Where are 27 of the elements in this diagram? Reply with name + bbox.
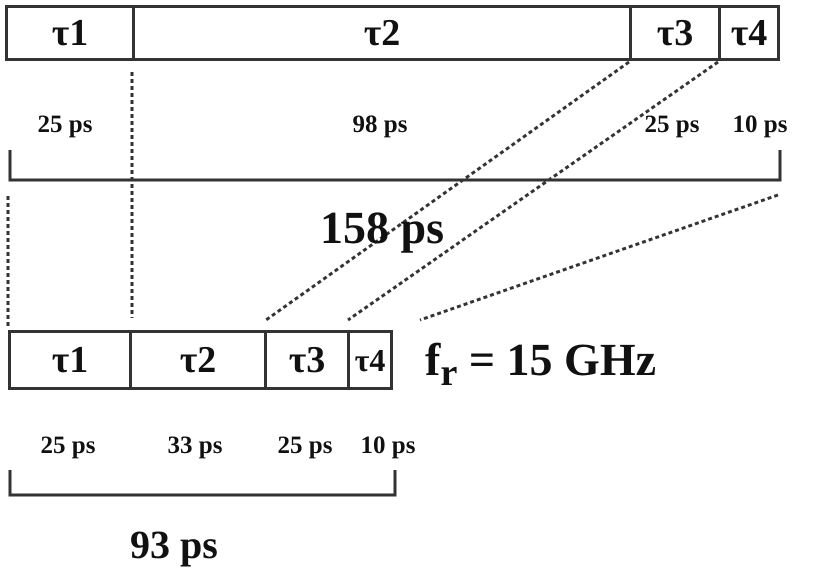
total-duration: 158 ps [320,205,444,251]
interval-box [132,5,632,61]
interval-label: τ3 [656,14,694,52]
interval-box [5,5,135,61]
duration-label: 25 ps [40,433,96,458]
frequency-label: f$_{r}$ = 15 GHz [425,337,656,393]
total-duration: 93 ps [130,525,218,565]
duration-label: 98 ps [352,112,408,137]
interval-label: τ3 [288,341,326,379]
interval-box [8,330,132,390]
duration-label: 10 ps [732,112,788,137]
interval-box [264,330,350,390]
interval-label: τ1 [52,341,88,379]
duration-label: 25 ps [278,433,332,458]
interval-box [129,330,267,390]
duration-label: 33 ps [168,433,222,458]
interval-label: τ2 [364,14,400,52]
duration-label: 25 ps [38,112,92,137]
interval-box [718,5,780,61]
interval-box [347,330,393,390]
interval-label: τ1 [52,14,88,52]
interval-label: τ2 [180,341,216,379]
duration-label: 25 ps [644,112,700,137]
interval-box [629,5,721,61]
duration-label: 10 ps [360,433,416,458]
interval-label: τ4 [730,14,768,52]
interval-label: τ4 [354,344,386,376]
